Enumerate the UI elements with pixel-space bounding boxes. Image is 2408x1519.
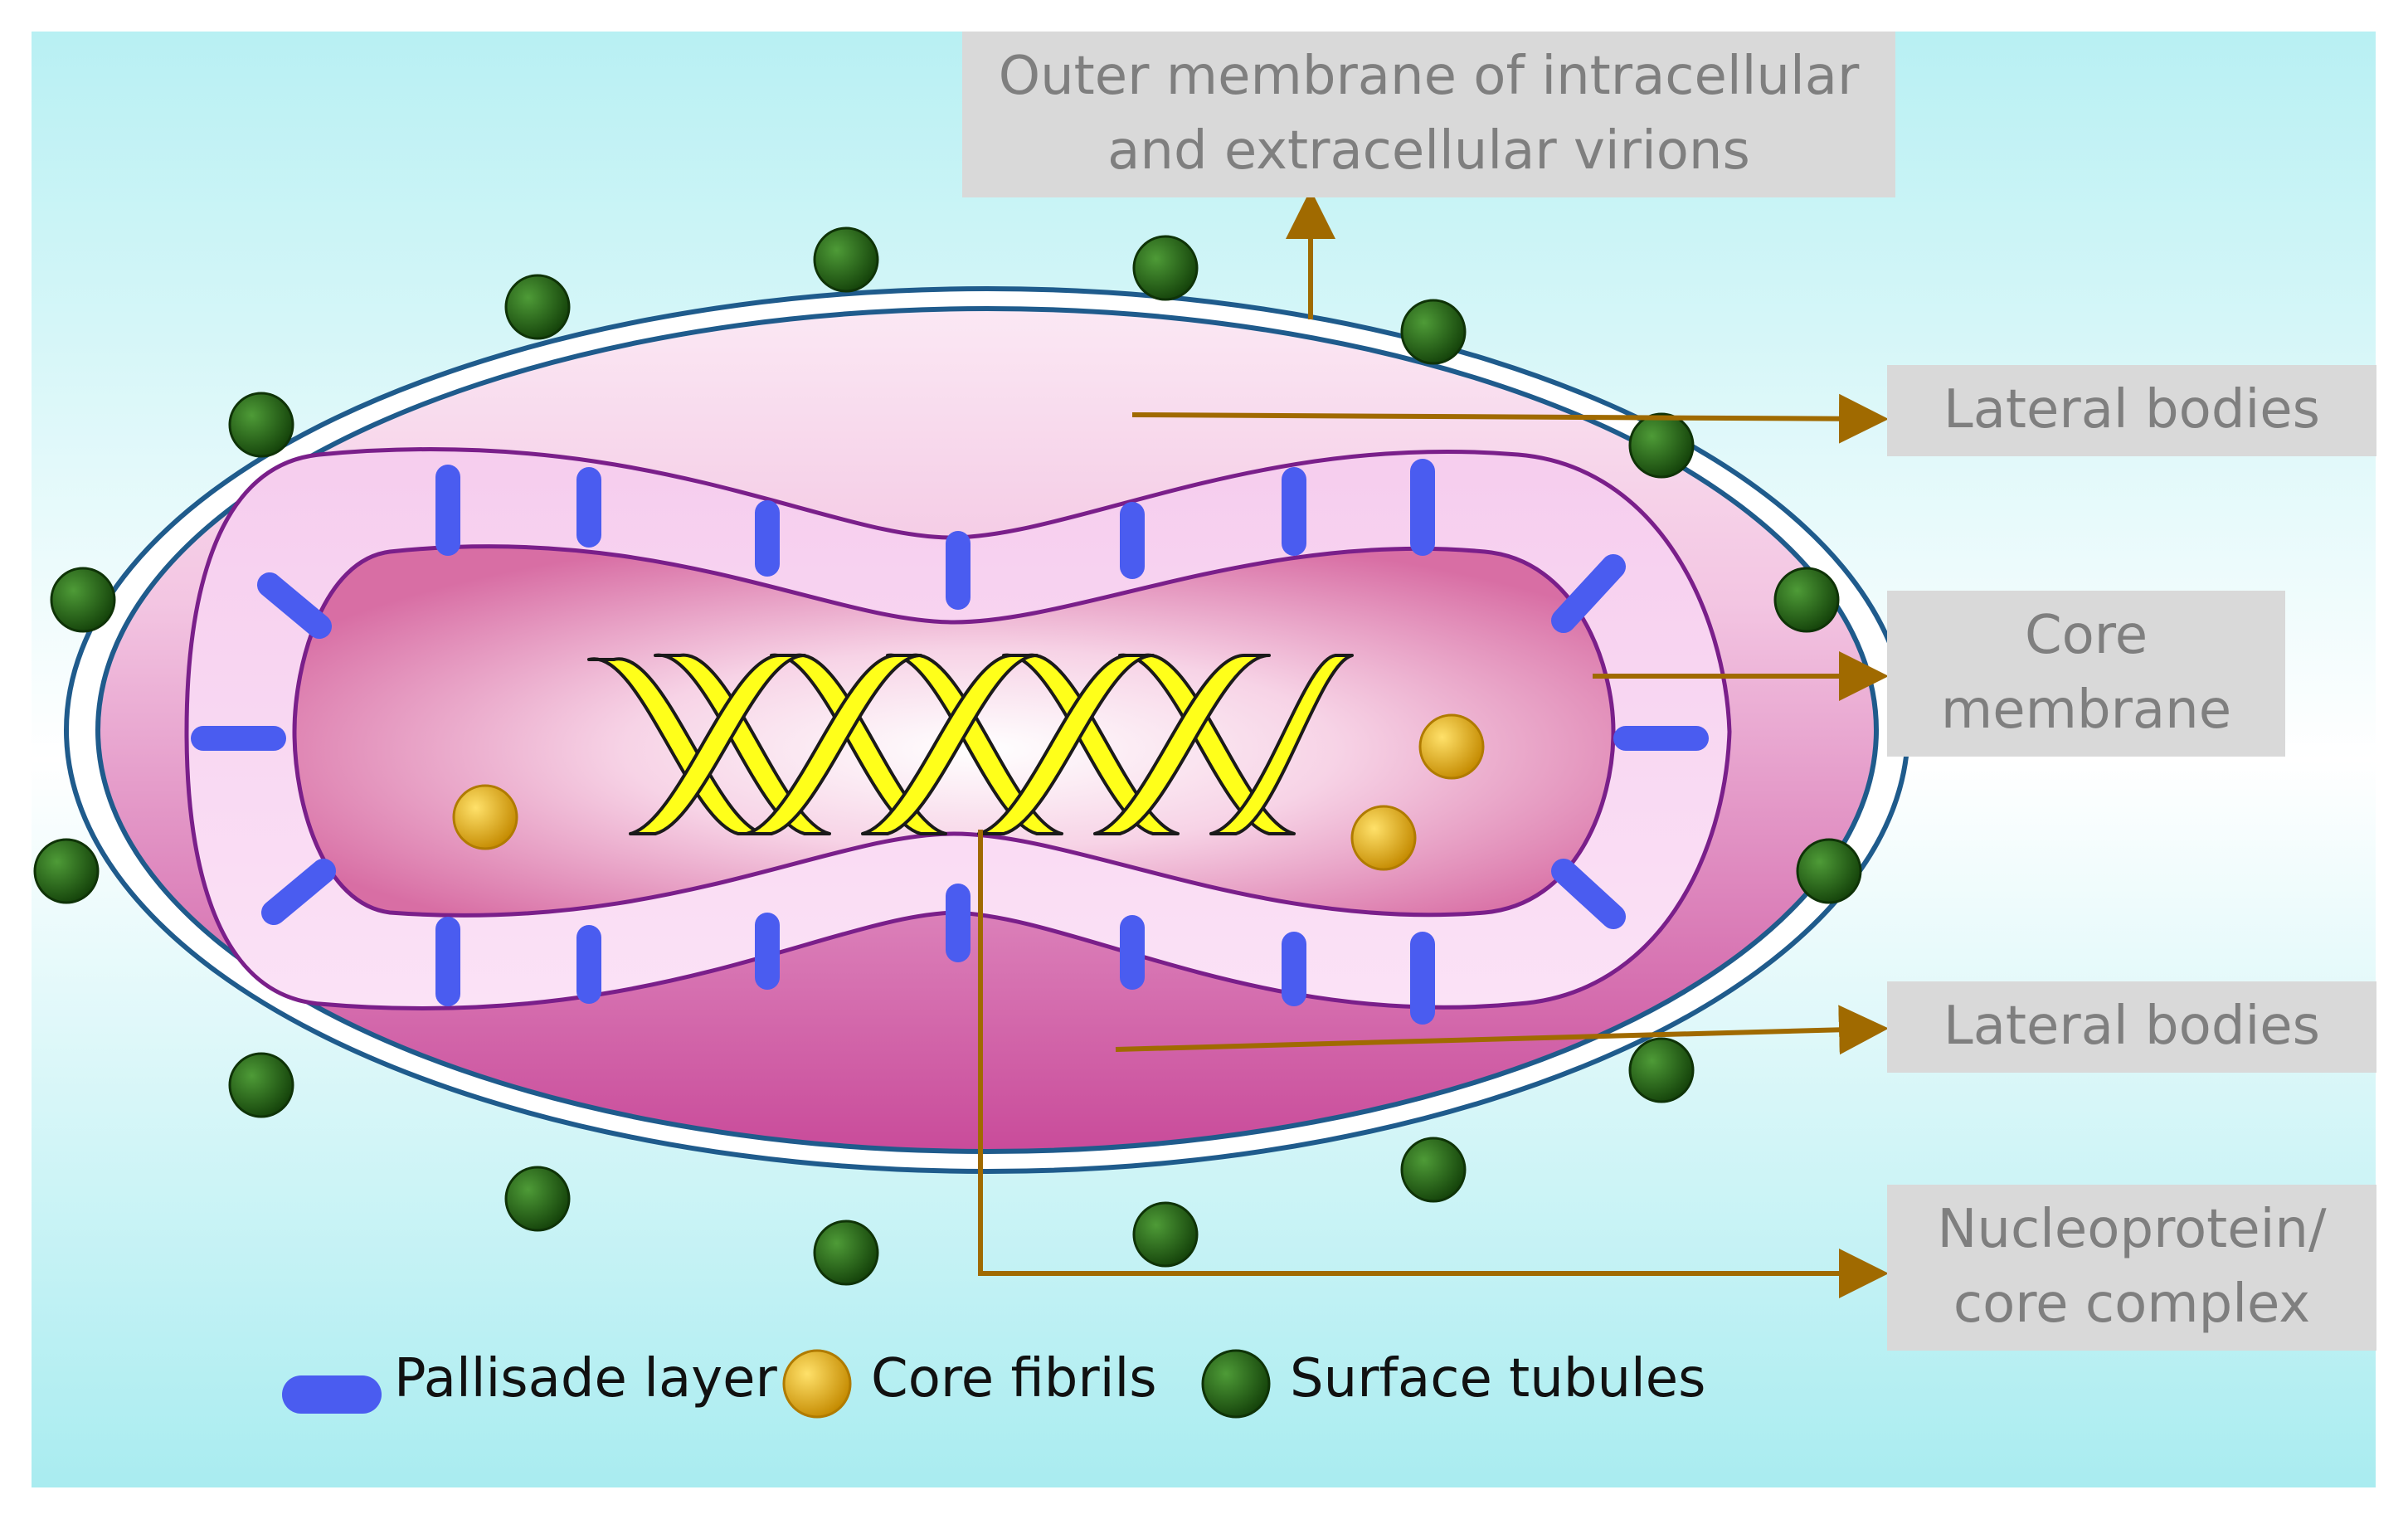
- surface-tubule: [1628, 1037, 1695, 1103]
- leader-arrows: [978, 189, 1889, 1298]
- legend-pallisade-label: Pallisade layer: [394, 1348, 777, 1409]
- arrow-lateral-bodies-top: [1131, 393, 1889, 444]
- legend-core-fibrils-label: Core fibrils: [871, 1348, 1157, 1409]
- dna-helix: [587, 653, 1354, 835]
- dna-strand: [861, 654, 1039, 835]
- dna-strand: [1118, 653, 1296, 835]
- surface-tubule: [1400, 299, 1467, 365]
- dna-strand: [1002, 653, 1180, 835]
- dna-strand: [1209, 654, 1354, 835]
- legend-icons: [282, 1349, 1271, 1419]
- legend-surface-tubules-label: Surface tubules: [1290, 1348, 1706, 1409]
- surface-tubule: [1132, 235, 1199, 301]
- surface-tubule: [228, 392, 294, 458]
- surface-tubule: [813, 226, 879, 293]
- pallisade-bar: [1551, 554, 1626, 633]
- surface-tubule: [1132, 1201, 1199, 1268]
- label-nucleoprotein: Nucleoprotein/ core complex: [1887, 1185, 2376, 1351]
- surface-tubule-icon: [1201, 1349, 1271, 1419]
- label-lateral-bodies-bottom: Lateral bodies: [1887, 981, 2376, 1073]
- surface-tubule: [1628, 412, 1695, 479]
- core-fibril-icon: [782, 1349, 852, 1419]
- dna-strand: [629, 654, 806, 835]
- arrow-nucleoprotein: [978, 830, 1889, 1298]
- dna-strand: [886, 653, 1063, 835]
- label-core-membrane: Core membrane: [1887, 591, 2285, 757]
- pallisade-bar: [1551, 859, 1626, 929]
- surface-tubule: [504, 1166, 571, 1232]
- core-fibril: [1418, 713, 1485, 780]
- dna-strand: [745, 654, 922, 835]
- dna-strand: [1093, 654, 1271, 835]
- label-outer-membrane: Outer membrane of intracellular and extr…: [962, 32, 1895, 197]
- label-lateral-bodies-top: Lateral bodies: [1887, 365, 2376, 456]
- pallisade-bar: [257, 572, 332, 639]
- core-fibrils: [452, 713, 1485, 871]
- pallisade-bars: [191, 459, 1709, 1025]
- pallisade-bar-icon: [282, 1375, 382, 1414]
- surface-tubule: [813, 1220, 879, 1286]
- dna-strand: [587, 657, 765, 835]
- dna-strand: [654, 653, 831, 835]
- surface-tubule: [228, 1052, 294, 1118]
- core-fibril: [1350, 805, 1417, 871]
- surface-tubule: [1400, 1137, 1467, 1203]
- pallisade-bar: [261, 859, 336, 925]
- surface-tubule: [50, 567, 116, 633]
- dna-strand: [977, 654, 1155, 835]
- dna-strand: [770, 653, 947, 835]
- core-fibril: [452, 784, 518, 850]
- surface-tubules: [33, 226, 1862, 1286]
- surface-tubule: [1773, 567, 1840, 633]
- surface-tubule: [33, 838, 100, 904]
- surface-tubule: [1796, 838, 1862, 904]
- surface-tubule: [504, 274, 571, 340]
- arrow-lateral-bodies-bottom: [1115, 1005, 1889, 1055]
